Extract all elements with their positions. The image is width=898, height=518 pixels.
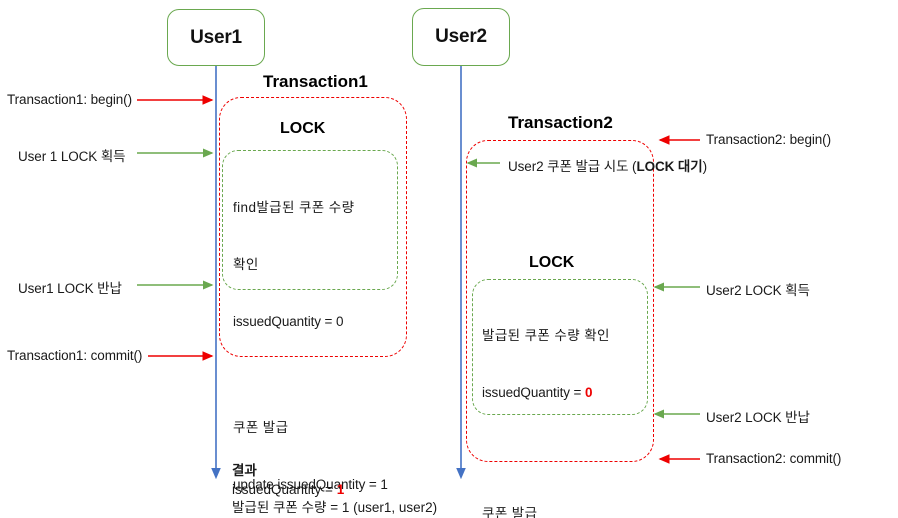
annotation-user1-lock-release: User1 LOCK 반납	[18, 281, 122, 296]
transaction1-frame	[219, 97, 407, 357]
waiting-bold: LOCK 대기	[636, 159, 703, 174]
transaction1-lock-title: LOCK	[280, 120, 326, 137]
actor-box-user2[interactable]: User2	[412, 8, 510, 66]
annotation-user2-waiting: User2 쿠폰 발급 시도 (LOCK 대기)	[508, 155, 707, 175]
transaction1-lock-body: find발급된 쿠폰 수량 확인 issuedQuantity = 0 쿠폰 발…	[233, 160, 408, 518]
transaction1-lock-frame	[222, 150, 398, 290]
transaction2-lock-frame	[472, 279, 648, 415]
transaction2-lock-body: 발급된 쿠폰 수량 확인 issuedQuantity = 0 쿠폰 발급 up…	[482, 288, 657, 518]
tx2-code-spacer	[482, 440, 657, 466]
transaction2-title: Transaction2	[508, 113, 613, 132]
actor-label-user2: User2	[435, 26, 487, 47]
result-block: 결과 issuedQuantity = 1 발급된 쿠폰 수량 = 1 (use…	[232, 462, 437, 518]
result-title: 결과	[232, 463, 257, 478]
tx1-code-line-6: update issuedQuantity = 1	[233, 477, 388, 492]
annotation-tx1-begin: Transaction1: begin()	[7, 92, 132, 107]
annotation-tx2-begin: Transaction2: begin()	[706, 132, 831, 147]
transaction2-frame	[466, 140, 654, 462]
tx1-code-spacer	[233, 369, 408, 380]
actor-box-user1[interactable]: User1	[167, 9, 265, 66]
tx1-code-line-1: find발급된 쿠폰 수량	[233, 200, 355, 215]
transaction2-lock-title: LOCK	[529, 254, 575, 271]
annotation-tx1-commit: Transaction1: commit()	[7, 348, 143, 363]
tx2-issued-prefix: issuedQuantity =	[482, 385, 585, 400]
tx2-code-line-1: 발급된 쿠폰 수량 확인	[482, 328, 610, 343]
result-issued-prefix: issuedQuantity =	[232, 481, 337, 497]
annotation-user1-lock-acquire: User 1 LOCK 획득	[18, 149, 126, 164]
tx2-issued-value: 0	[585, 385, 593, 400]
annotation-tx2-commit: Transaction2: commit()	[706, 451, 842, 466]
annotation-user2-lock-acquire: User2 LOCK 획득	[706, 283, 810, 298]
annotation-user2-lock-release: User2 LOCK 반납	[706, 410, 810, 425]
tx1-code-line-2: 확인	[233, 257, 259, 272]
waiting-prefix: User2 쿠폰 발급 시도 (	[508, 159, 637, 174]
result-issued-value: 1	[336, 481, 345, 497]
transaction1-title: Transaction1	[263, 72, 368, 91]
tx1-code-line-5: 쿠폰 발급	[233, 420, 289, 435]
result-coupon-line: 발급된 쿠폰 수량 = 1 (user1, user2)	[232, 500, 438, 515]
tx2-code-line-2: issuedQuantity = 0	[482, 383, 657, 402]
waiting-suffix: )	[702, 159, 708, 174]
actor-label-user1: User1	[190, 26, 242, 48]
tx1-code-line-3: issuedQuantity = 0	[233, 314, 344, 329]
tx2-code-line-4: 쿠폰 발급	[482, 506, 538, 518]
result-issued-line: issuedQuantity = 1	[232, 481, 437, 500]
